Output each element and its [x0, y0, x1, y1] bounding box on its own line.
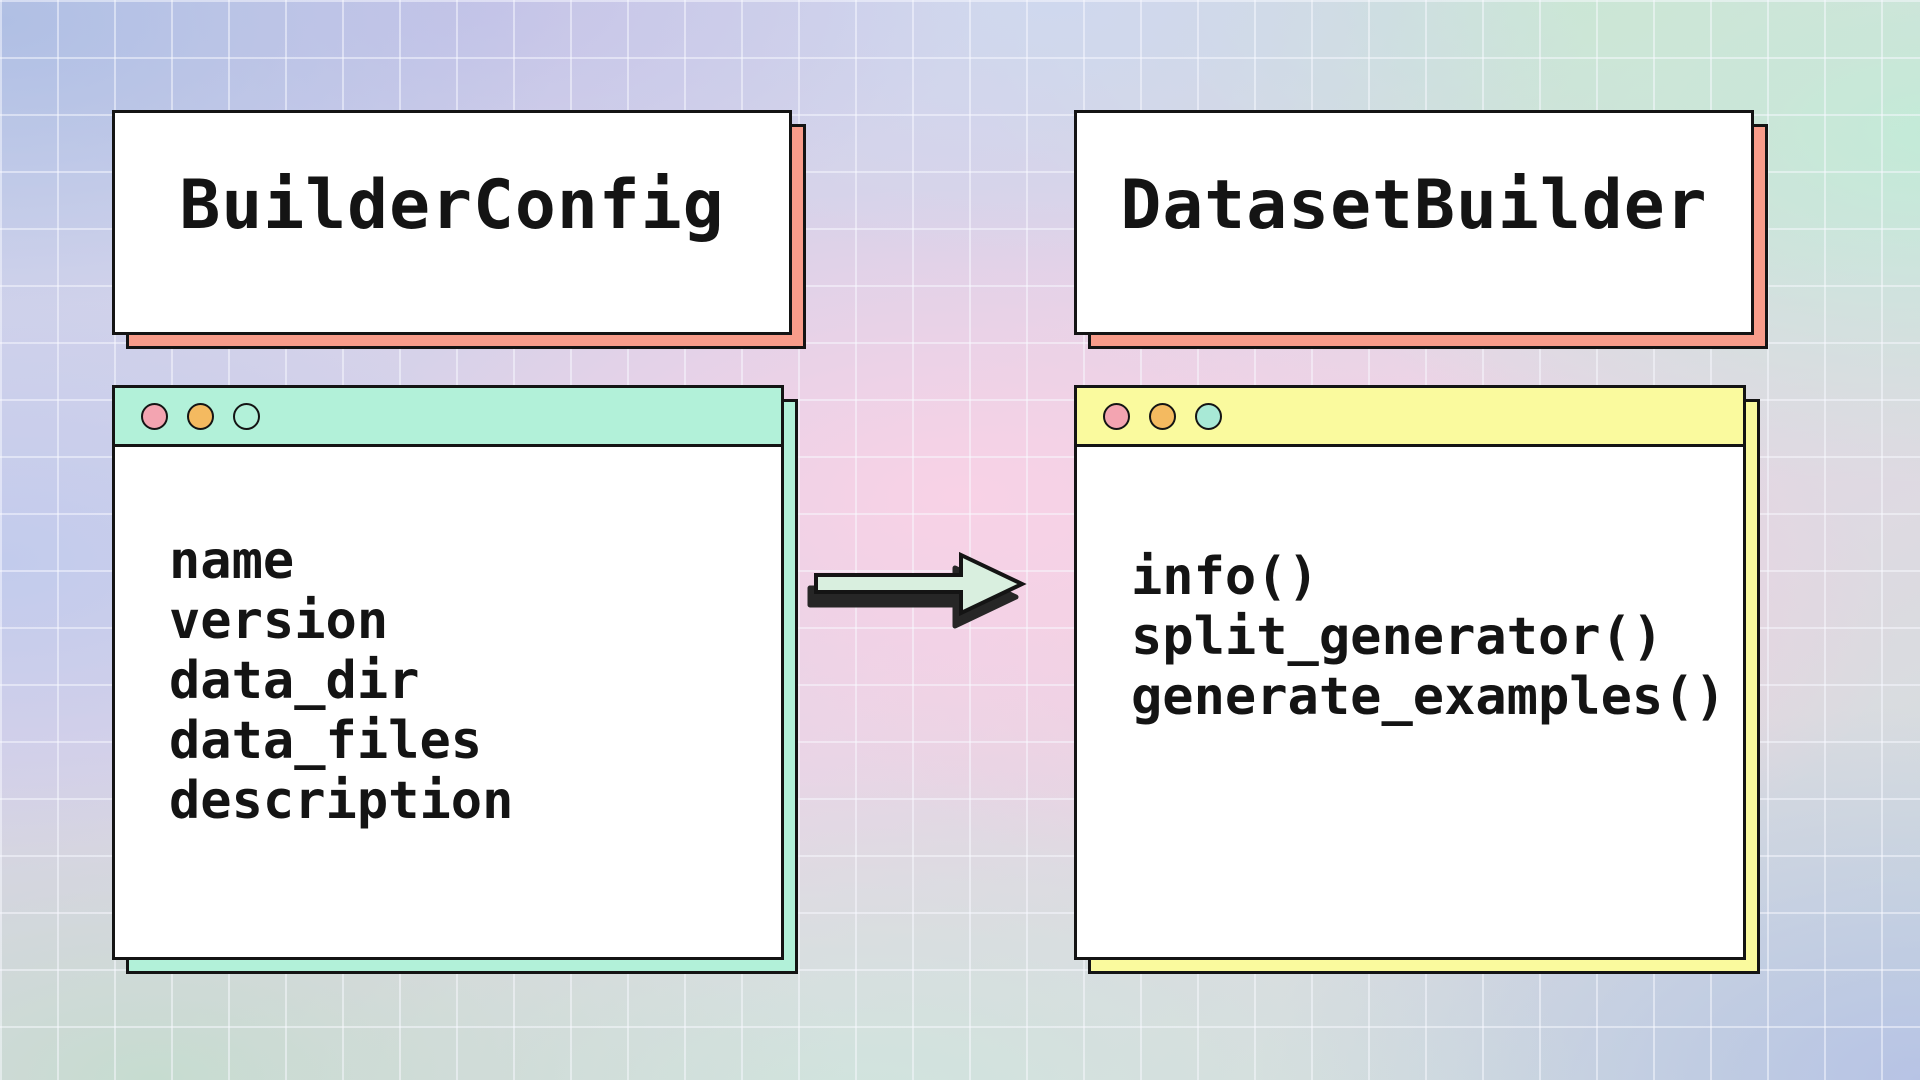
class-name-label: BuilderConfig — [112, 110, 792, 335]
window-datasetbuilder-methods: info()split_generator()generate_examples… — [1074, 385, 1760, 974]
window-frame: info()split_generator()generate_examples… — [1074, 385, 1746, 960]
class-title-card-builderconfig: BuilderConfig — [112, 110, 806, 349]
method-item: info() — [1131, 547, 1319, 607]
traffic-light-minimize-icon — [1149, 402, 1176, 430]
attribute-item: data_dir — [169, 651, 420, 711]
method-item: split_generator() — [1131, 607, 1664, 667]
traffic-light-close-icon — [141, 402, 168, 430]
attribute-item: version — [169, 591, 389, 651]
method-item: generate_examples() — [1131, 667, 1726, 727]
class-title-card-datasetbuilder: DatasetBuilder — [1074, 110, 1768, 349]
attribute-item: name — [169, 531, 295, 591]
traffic-light-minimize-icon — [187, 402, 214, 430]
traffic-light-zoom-icon — [233, 402, 260, 430]
window-titlebar — [115, 388, 781, 447]
traffic-light-close-icon — [1103, 402, 1130, 430]
traffic-light-zoom-icon — [1195, 402, 1222, 430]
attribute-item: data_files — [169, 711, 483, 771]
class-name-label: DatasetBuilder — [1074, 110, 1754, 335]
window-titlebar — [1077, 388, 1743, 447]
attribute-item: description — [169, 771, 514, 831]
flow-arrow-icon — [807, 551, 1027, 629]
method-list: info()split_generator()generate_examples… — [1077, 447, 1743, 727]
